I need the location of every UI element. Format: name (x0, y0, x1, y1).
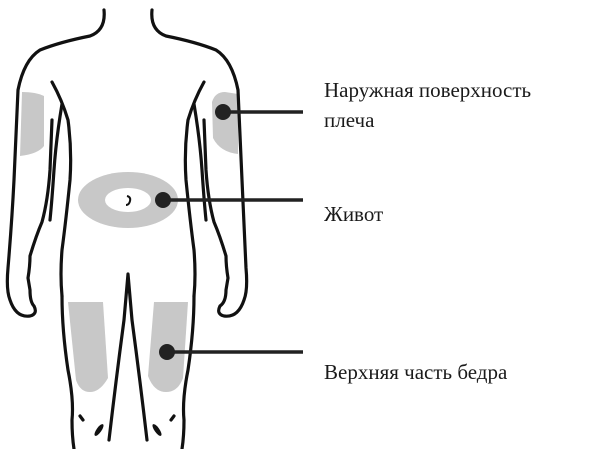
navel-area (105, 188, 151, 212)
label-upper-arm: Наружная поверхность плеча (324, 75, 531, 135)
navel-icon (125, 195, 132, 206)
zone-left-arm (20, 92, 44, 156)
leader-lines (155, 104, 303, 360)
body-outline (5, 8, 249, 449)
knee-marks (94, 424, 162, 436)
marker-thigh-icon (159, 344, 175, 360)
label-thigh: Верхняя часть бедра (324, 360, 508, 384)
label-abdomen: Живот (324, 202, 384, 226)
label-upper-arm-line2: плеча (324, 108, 375, 132)
zone-left-thigh (68, 302, 108, 392)
marker-arm-icon (215, 104, 231, 120)
marker-abdomen-icon (155, 192, 171, 208)
zone-right-arm (212, 92, 238, 154)
label-upper-arm-line1: Наружная поверхность (324, 78, 532, 102)
